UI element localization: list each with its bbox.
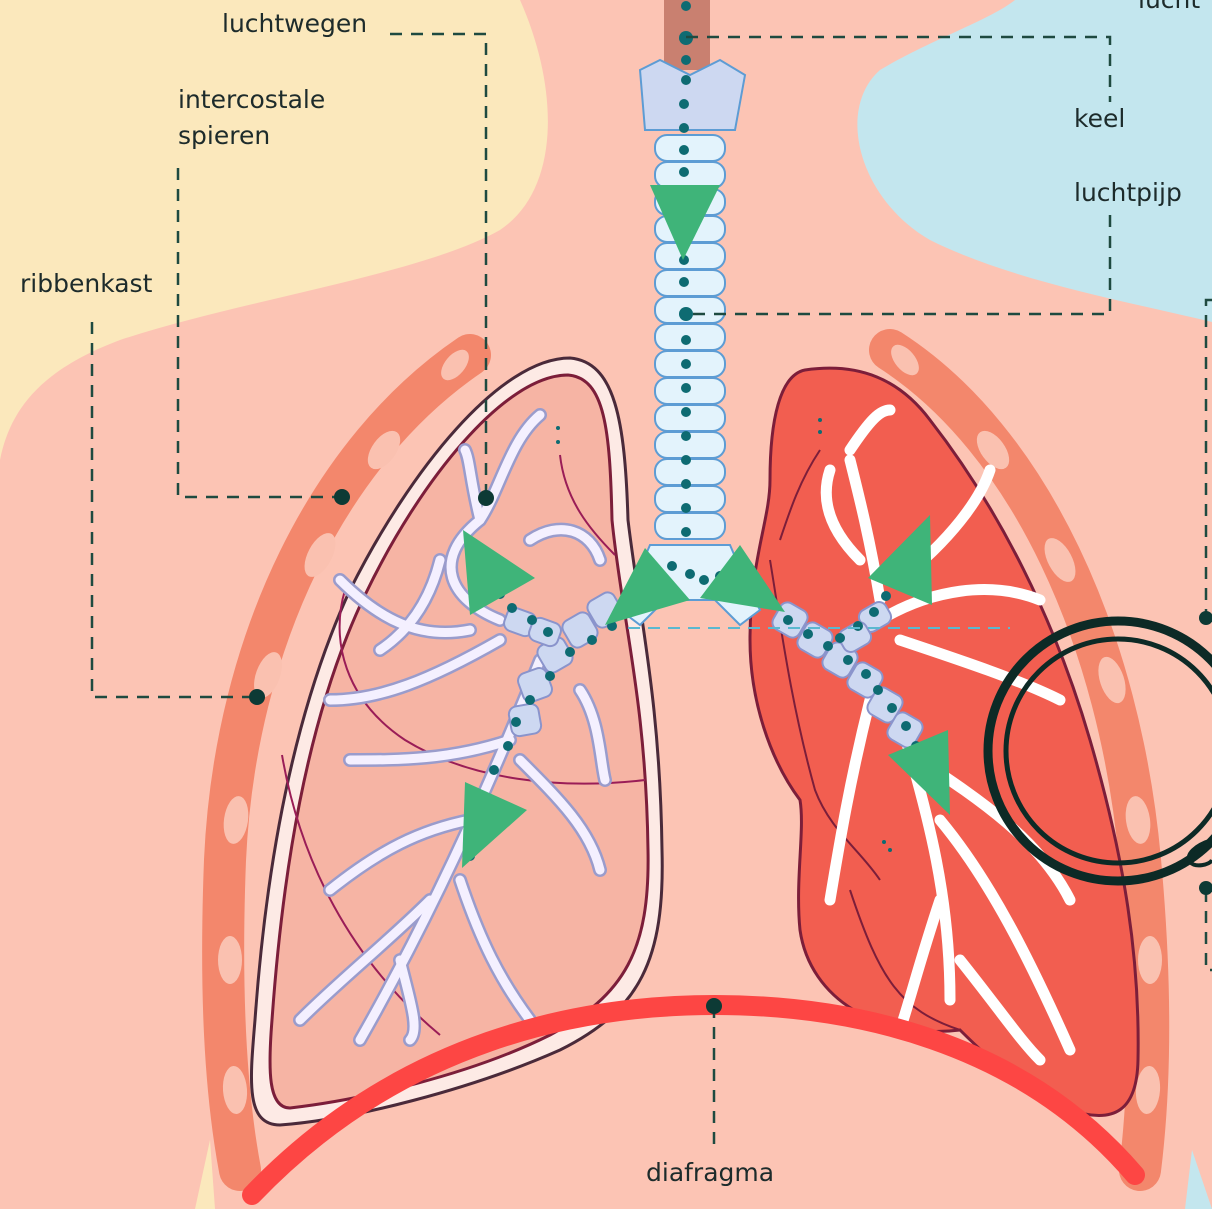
leader-right-edge-2 xyxy=(1206,890,1212,970)
leader-ribbenkast xyxy=(92,322,257,697)
label-intercostale-line2: spieren xyxy=(178,118,270,154)
label-ribbenkast: ribbenkast xyxy=(20,266,152,302)
leader-right-edge-1 xyxy=(1206,300,1212,618)
label-luchtpijp: luchtpijp xyxy=(1074,175,1182,211)
label-keel: keel xyxy=(1074,101,1125,137)
label-intercostale-line1: intercostale xyxy=(178,82,325,118)
background-right xyxy=(857,0,1212,322)
background-right-bottom xyxy=(1185,1150,1212,1209)
label-lucht: lucht xyxy=(1138,0,1200,18)
label-diafragma: diafragma xyxy=(646,1155,774,1191)
background-left-bottom xyxy=(195,1140,215,1209)
label-luchtwegen: luchtwegen xyxy=(222,6,367,42)
background-left xyxy=(0,0,548,460)
